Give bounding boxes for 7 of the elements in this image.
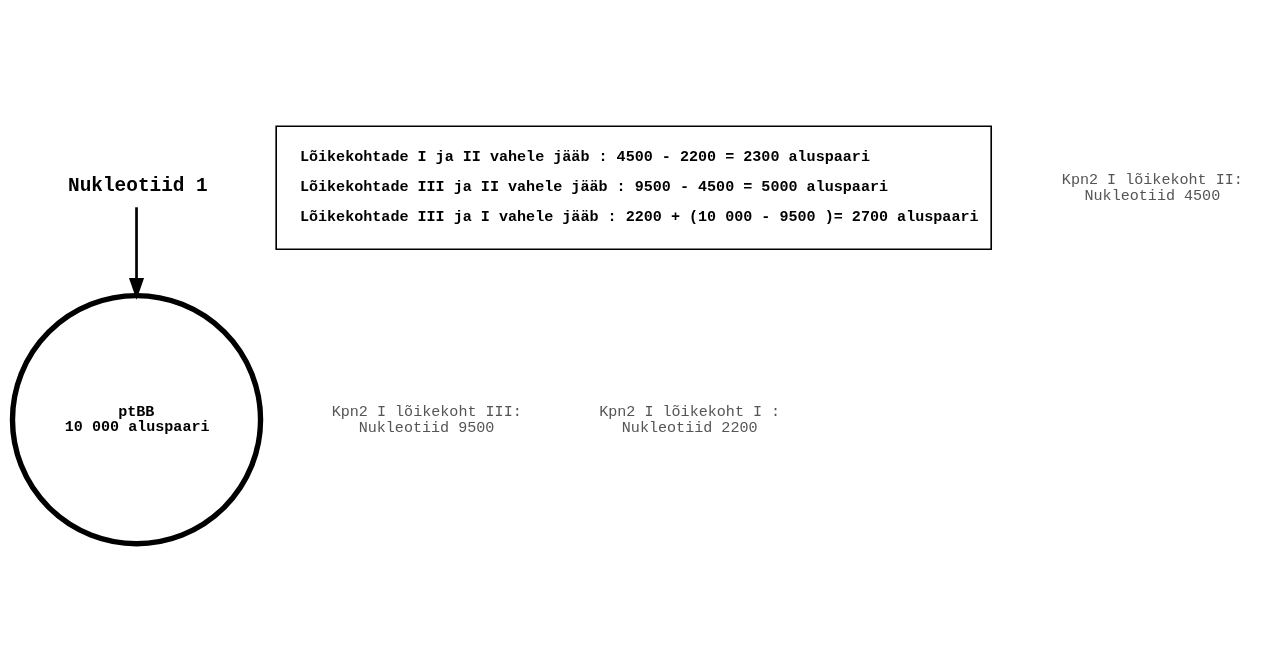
node-circle: ptBB 10 000 aluspaari bbox=[9, 292, 264, 546]
arrow bbox=[128, 206, 145, 300]
node-box: Lõikekohtade I ja II vahele jääb : 4500 - 2200 = 2300 aluspaari Lõikekohtade III ja II vahele jääb : 9500 - 4500 = 5000 aluspaari Lõikekohtade III ja I vahele jääb : 2200 + (10 000 - 9500 )= 2700 aluspaari bbox=[275, 125, 992, 250]
node-text: Nukleotiid 1 bbox=[68, 174, 208, 197]
label: Kpn2 I lõikekoht I : Nukleotiid 2200 bbox=[599, 402, 781, 437]
label: Kpn2 I lõikekoht II: Nukleotiid 4500 bbox=[1061, 170, 1243, 205]
label: Kpn2 I lõikekoht III: Nukleotiid 9500 bbox=[331, 402, 522, 437]
